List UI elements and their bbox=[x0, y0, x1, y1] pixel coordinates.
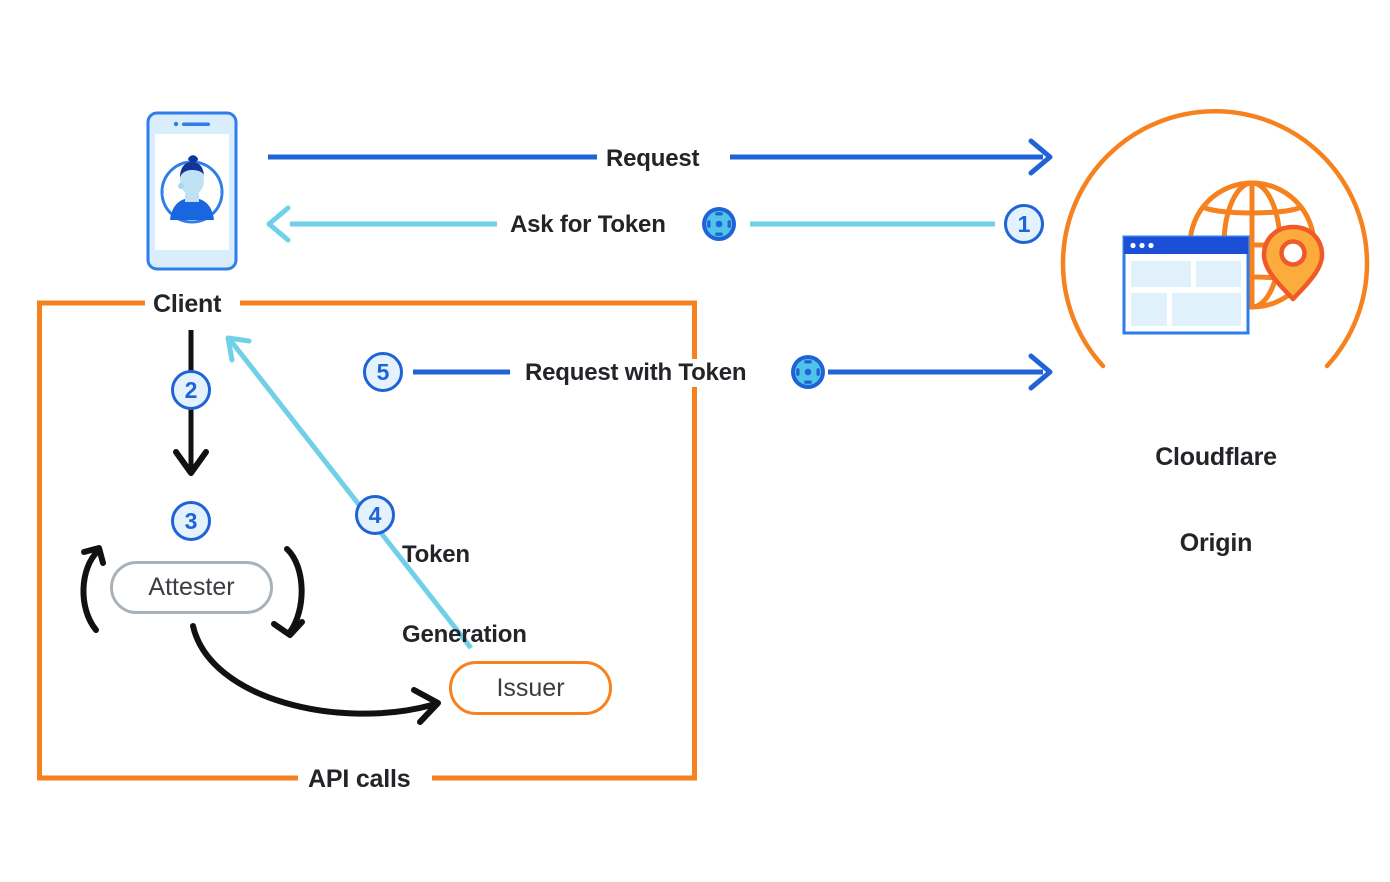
step-badge-5: 5 bbox=[363, 352, 403, 392]
node-attester-label: Attester bbox=[148, 573, 235, 601]
arrow-ask-for-token bbox=[266, 205, 995, 243]
edge-label-token-generation: Token Generation bbox=[402, 488, 527, 703]
arrow-token-generation bbox=[225, 335, 473, 650]
group-top-label-client: Client bbox=[146, 290, 229, 319]
browser-window-icon bbox=[1122, 235, 1250, 335]
group-bottom-label-api-calls: API calls bbox=[301, 765, 418, 794]
origin-arc bbox=[1060, 109, 1370, 369]
node-attester[interactable]: Attester bbox=[110, 561, 273, 614]
smartphone-icon bbox=[146, 111, 238, 271]
node-issuer[interactable]: Issuer bbox=[449, 661, 612, 715]
node-origin-label: Cloudflare Origin bbox=[1146, 385, 1286, 615]
edge-label-request: Request bbox=[606, 145, 700, 172]
token-generation-line-1: Token bbox=[402, 540, 470, 568]
token-icon-request-with-token bbox=[789, 353, 827, 391]
step-badge-2: 2 bbox=[171, 370, 211, 410]
node-issuer-label: Issuer bbox=[496, 673, 565, 702]
node-origin-label-line-1: Cloudflare bbox=[1155, 442, 1277, 471]
user-avatar-icon bbox=[160, 155, 224, 224]
token-icon-ask-for-token bbox=[700, 205, 738, 243]
map-pin-icon bbox=[1261, 224, 1325, 302]
node-origin-label-line-2: Origin bbox=[1179, 528, 1253, 557]
token-generation-line-2: Generation bbox=[402, 621, 527, 649]
edge-label-request-with-token: Request with Token bbox=[518, 359, 754, 387]
arrow-request-with-token bbox=[413, 353, 1053, 391]
step-badge-4: 4 bbox=[355, 495, 395, 535]
arrow-request bbox=[268, 138, 1053, 176]
arrow-attestation-loop bbox=[80, 545, 441, 725]
edge-label-ask-for-token: Ask for Token bbox=[510, 211, 666, 238]
step-badge-3: 3 bbox=[171, 501, 211, 541]
step-badge-1: 1 bbox=[1004, 204, 1044, 244]
